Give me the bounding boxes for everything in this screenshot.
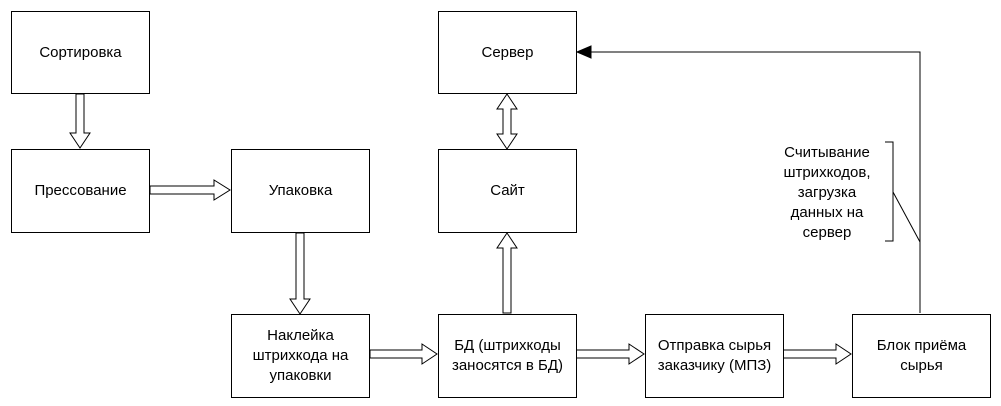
- arrow-db-to-site: [496, 232, 518, 314]
- arrow-shipping-to-receiving: [782, 343, 852, 365]
- node-barcode-label: Наклейка штрихкода на упаковки: [231, 314, 370, 398]
- arrow-db-to-shipping: [575, 343, 645, 365]
- node-pressing: Прессование: [11, 149, 150, 233]
- annotation-bracket: [885, 141, 894, 242]
- node-db-label: БД (штрихкоды заносятся в БД): [451, 337, 564, 374]
- node-sorting-label: Сортировка: [39, 43, 122, 61]
- node-shipping-label: Отправка сырья заказчику (МПЗ): [657, 337, 772, 374]
- line-receiving-to-server: [588, 51, 921, 313]
- arrow-site-server-bidirectional: [496, 93, 518, 150]
- node-shipping: Отправка сырья заказчику (МПЗ): [645, 314, 784, 398]
- node-pressing-label: Прессование: [34, 182, 127, 199]
- node-receiving: Блок приёма сырья: [852, 314, 991, 398]
- annotation-leader: [892, 191, 921, 243]
- arrow-label-to-db: [369, 343, 438, 365]
- node-sorting: Сортировка: [11, 11, 150, 94]
- node-packing-label: Упаковка: [268, 182, 333, 199]
- node-server: Сервер: [438, 11, 577, 94]
- node-site-label: Сайт: [490, 182, 525, 199]
- node-packing: Упаковка: [231, 149, 370, 233]
- annotation-text: Считывание штрихкодов, загрузка данных н…: [783, 144, 871, 241]
- arrow-sorting-to-pressing: [69, 93, 91, 149]
- arrow-packing-to-label: [289, 232, 311, 315]
- node-db: БД (штрихкоды заносятся в БД): [438, 314, 577, 398]
- node-barcode-label-text: Наклейка штрихкода на упаковки: [252, 327, 349, 384]
- arrowhead-to-server: [575, 45, 592, 59]
- arrow-pressing-to-packing: [149, 179, 231, 201]
- node-receiving-label: Блок приёма сырья: [876, 337, 967, 374]
- node-site: Сайт: [438, 149, 577, 233]
- node-server-label: Сервер: [481, 43, 534, 61]
